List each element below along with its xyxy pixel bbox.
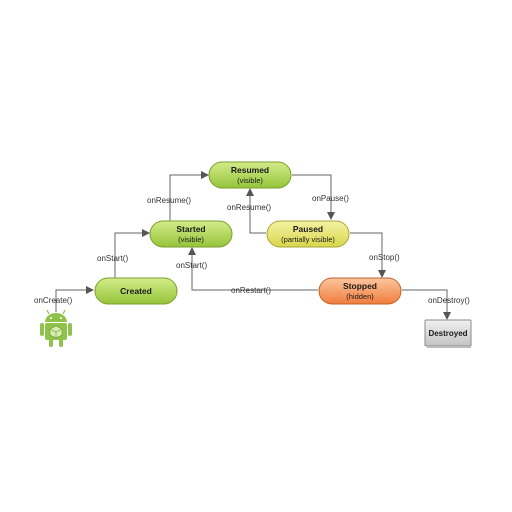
state-stopped-name: Stopped <box>343 281 377 291</box>
oncreate-arrow <box>55 286 94 312</box>
android-robot-icon <box>40 309 72 347</box>
state-paused: Paused (partially visible) <box>266 220 350 248</box>
onresume-label-started: onResume() <box>147 196 191 205</box>
state-paused-sub: (partially visible) <box>281 235 335 244</box>
state-started: Started (visible) <box>149 220 233 248</box>
state-created: Created <box>94 277 178 305</box>
state-stopped: Stopped (hidden) <box>318 277 402 305</box>
state-resumed-name: Resumed <box>231 165 269 175</box>
state-resumed-sub: (visible) <box>237 176 263 185</box>
onpause-label: onPause() <box>312 194 349 203</box>
onstop-arrow <box>350 232 386 278</box>
onrestart-label: onRestart() <box>231 286 271 295</box>
state-started-sub: (visible) <box>178 235 204 244</box>
state-stopped-sub: (hidden) <box>346 292 374 301</box>
state-destroyed: Destroyed <box>424 319 472 348</box>
onresume-arrow-from-paused <box>246 188 266 234</box>
onstart-restart-label: onStart() <box>176 261 207 270</box>
onrestart-arrow <box>188 247 318 291</box>
onpause-arrow <box>292 174 335 220</box>
onstart-arrow <box>114 229 150 280</box>
ondestroy-label: onDestroy() <box>428 296 470 305</box>
oncreate-label: onCreate() <box>34 296 73 305</box>
onresume-label-paused: onResume() <box>227 203 271 212</box>
ondestroy-arrow <box>402 289 451 320</box>
state-paused-name: Paused <box>293 224 323 234</box>
onresume-arrow-from-started <box>169 171 209 222</box>
state-created-name: Created <box>120 286 152 296</box>
onstart-label: onStart() <box>97 254 128 263</box>
state-resumed: Resumed (visible) <box>208 161 292 189</box>
state-started-name: Started <box>176 224 205 234</box>
onstop-label: onStop() <box>369 253 400 262</box>
state-destroyed-name: Destroyed <box>428 329 467 338</box>
